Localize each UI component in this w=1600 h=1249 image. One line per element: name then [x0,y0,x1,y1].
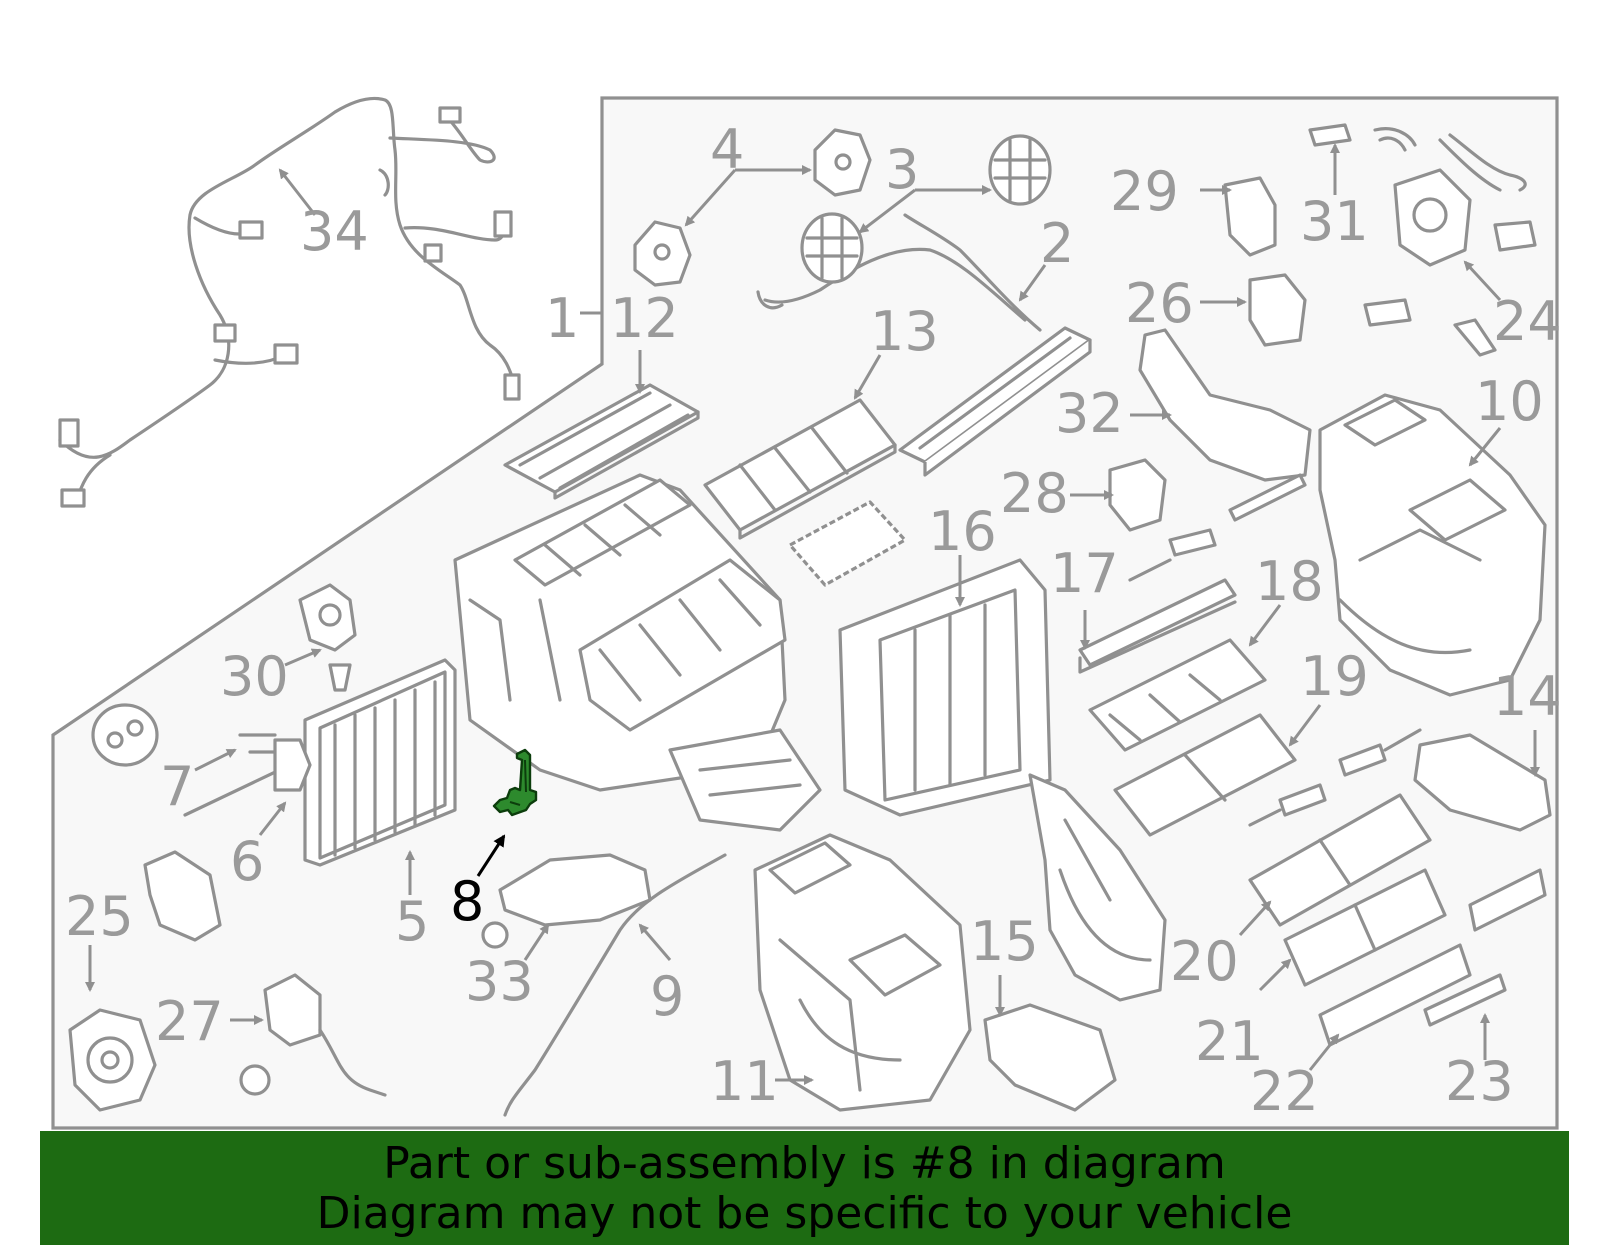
part-gasket [788,500,907,587]
part-19-door [1113,713,1297,837]
part-31-clip [1308,123,1352,147]
callout-5: 5 [395,890,429,953]
part-5-evaporator [303,658,457,867]
part-22-door [1318,943,1472,1047]
callout-34: 34 [300,200,369,263]
banner-line-2: Diagram may not be specific to your vehi… [316,1188,1293,1239]
part-32-duct [1138,328,1312,482]
part-filter-small [1468,868,1547,932]
callout-26: 26 [1125,272,1194,335]
callout-11: 11 [710,1050,779,1113]
callout-3: 3 [885,138,919,201]
callout-19: 19 [1300,645,1369,708]
callout-1: 1 [545,287,579,350]
callout-22: 22 [1250,1060,1319,1123]
part-15-duct [983,773,1167,1112]
callout-12: 12 [610,287,679,350]
part-4-caps [633,128,872,287]
callout-9: 9 [650,965,684,1028]
part-case-main [453,473,822,832]
part-27-actuator [239,973,387,1097]
callout-14: 14 [1493,665,1562,728]
part-25-blower-motor [68,1008,157,1112]
part-2-heater-core [756,213,1092,477]
callout-6: 6 [230,830,264,893]
part-11-blower-case [753,833,972,1112]
part-24-actuator [1393,168,1472,267]
part-16-case [838,558,1052,817]
callout-23: 23 [1445,1050,1514,1113]
part-30-actuator [298,583,357,692]
part-6-7-valve [183,733,312,817]
callout-25: 25 [65,885,134,948]
callout-2: 2 [1040,212,1074,275]
callout-21: 21 [1195,1010,1264,1073]
part-26-actuator [1248,273,1307,347]
callout-29: 29 [1110,160,1179,223]
callout-10: 10 [1475,370,1544,433]
part-34-wiring-harness [58,96,521,508]
callout-15: 15 [970,910,1039,973]
callout-labels: 1 12 13 2 3 4 29 31 24 26 32 28 10 16 17… [65,118,1562,1123]
callout-17: 17 [1050,542,1119,605]
part-13-filter [703,398,897,540]
part-10-case [1318,393,1547,697]
callout-27: 27 [155,990,224,1053]
callout-16: 16 [928,500,997,563]
part-12-filter [503,383,700,500]
callout-33: 33 [465,950,534,1013]
part-33-duct [498,853,652,927]
callout-4: 4 [710,118,744,181]
leader-lines [85,143,1540,1085]
part-14-duct [1413,733,1552,832]
callout-8-highlighted: 8 [450,870,484,933]
callout-28: 28 [1000,462,1069,525]
part-17-door [1078,578,1237,674]
callout-13: 13 [870,300,939,363]
callout-31: 31 [1300,190,1369,253]
part-18-door [1088,638,1267,752]
callout-18: 18 [1255,550,1324,613]
part-28-actuator [1108,458,1167,532]
part-grommet [91,703,159,767]
part-8-sensor-highlighted [492,748,538,817]
part-resistor [143,850,222,942]
callout-32: 32 [1055,382,1124,445]
part-9-drain-hose [503,853,727,1117]
callout-30: 30 [220,645,289,708]
part-29-actuator [1223,176,1277,257]
info-banner: Part or sub-assembly is #8 in diagram Di… [40,1131,1569,1245]
callout-24: 24 [1493,290,1562,353]
part-3-covers [800,134,1052,284]
callout-20: 20 [1170,930,1239,993]
part-23-bracket [1423,973,1507,1027]
part-21-door [1283,868,1447,987]
callout-7: 7 [160,755,194,818]
banner-line-1: Part or sub-assembly is #8 in diagram [383,1138,1226,1189]
